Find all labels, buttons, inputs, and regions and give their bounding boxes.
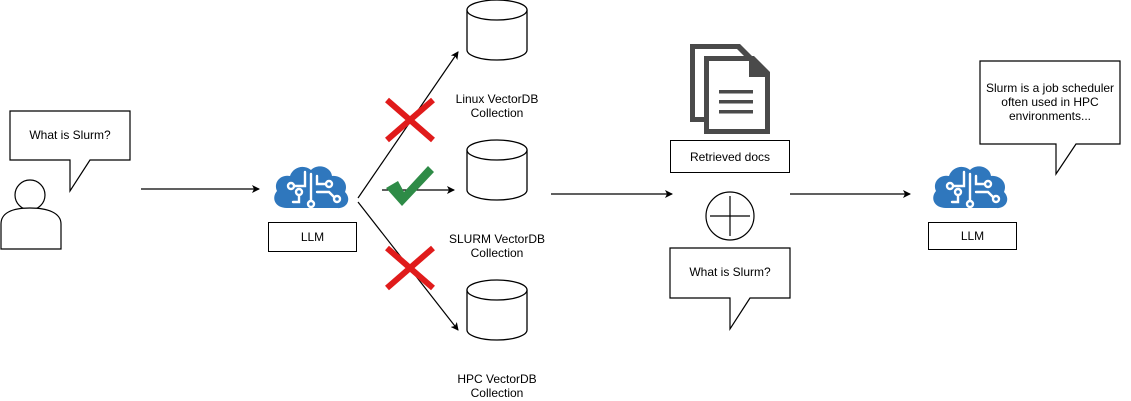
plus-icon [705,191,755,241]
llm-brain-icon [273,165,350,210]
cross-icon [387,248,433,288]
user-icon [0,179,62,250]
answer-bubble [979,60,1121,176]
llm-label-second: LLM [960,229,985,243]
retrieved-docs-label: Retrieved docs [689,149,771,164]
hpc-collection-label: HPC VectorDB Collection [457,372,537,400]
slurm-collection-cylinder [466,139,528,201]
llm-label-box-second: LLM [928,222,1017,250]
check-icon [386,166,434,206]
linux-collection-label: Linux VectorDB Collection [455,92,539,120]
answer-text: Slurm is a job scheduler often used in H… [985,81,1115,123]
llm-brain-icon-second [932,165,1009,210]
linux-collection-cylinder [466,0,528,61]
user-query-text: What is Slurm? [29,128,111,142]
hpc-collection-cylinder [466,279,528,341]
llm-label: LLM [300,230,325,244]
llm-label-box: LLM [268,222,357,252]
cross-icon [387,100,433,140]
retrieved-docs-box: Retrieved docs [670,140,790,173]
slurm-collection-label: SLURM VectorDB Collection [448,232,546,260]
documents-icon [690,44,770,134]
user-query-bubble [9,110,131,194]
combined-query-bubble [669,247,791,332]
combined-query-text: What is Slurm? [689,265,771,279]
